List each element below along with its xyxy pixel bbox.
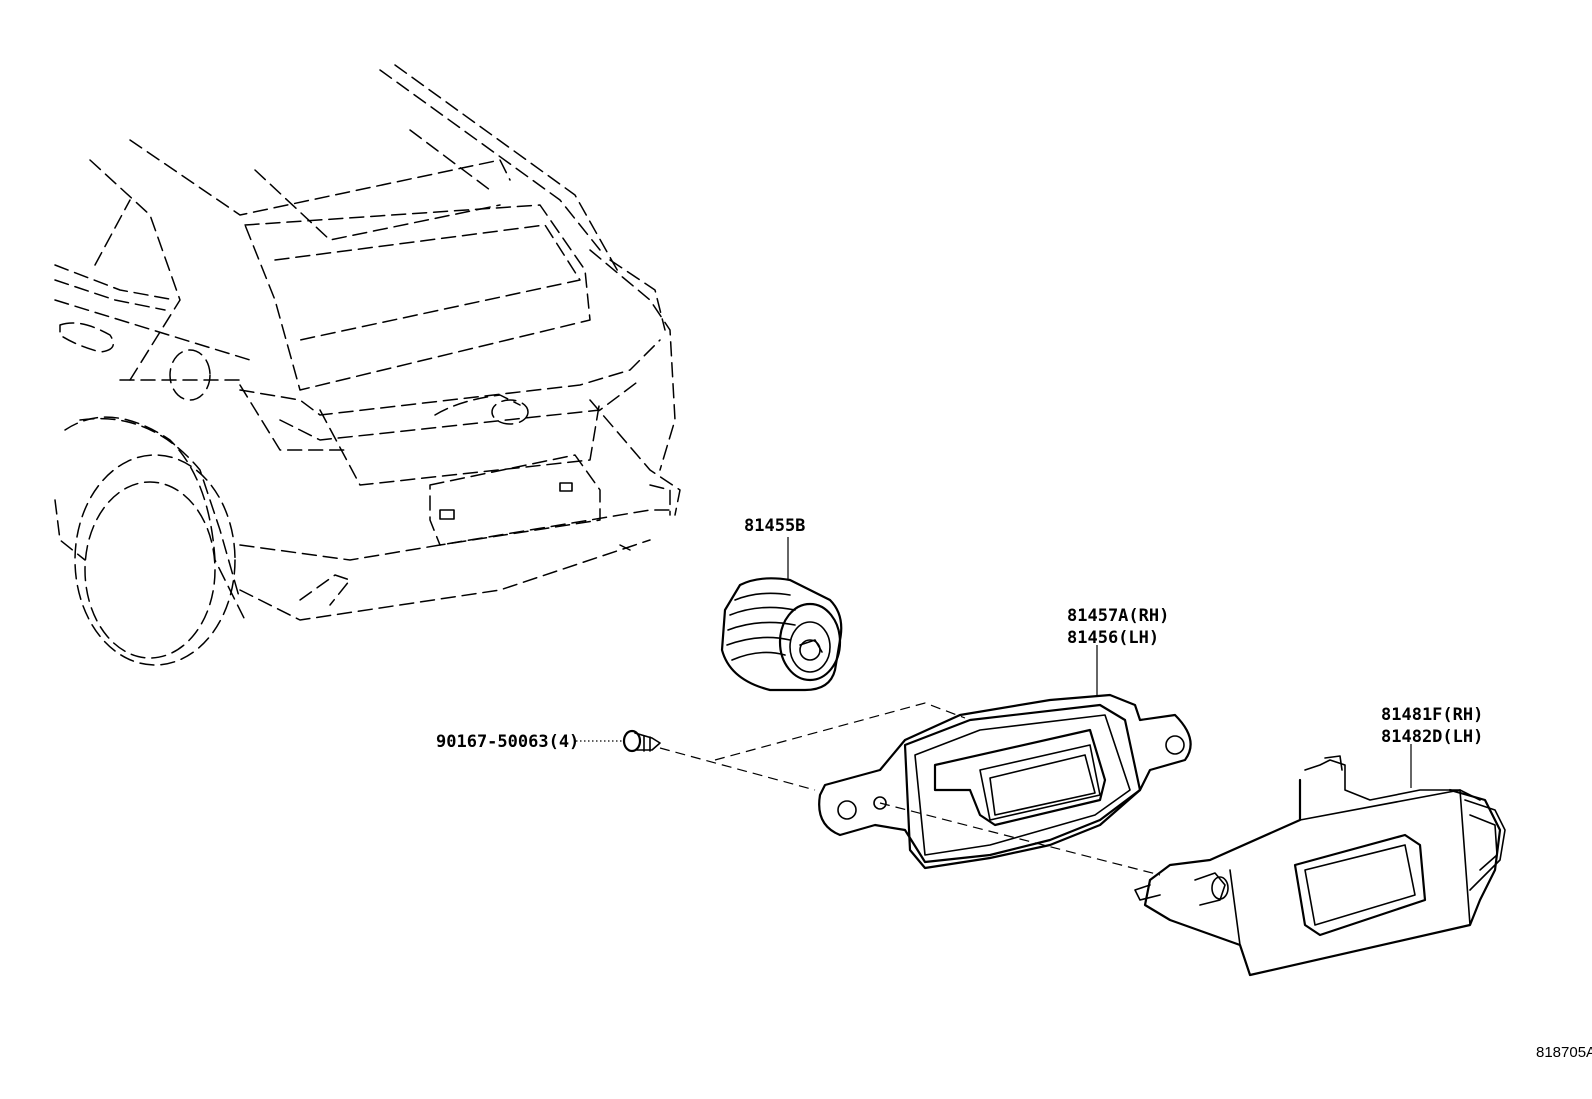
assembly-lines	[659, 702, 1161, 876]
part-number-license-lamp-rh: 81457A(RH)	[1067, 606, 1169, 626]
lamp-housing-drawing	[1134, 755, 1506, 977]
part-number-lamp-housing-lh: 81482D(LH)	[1381, 727, 1483, 747]
license-lamp-drawing	[818, 693, 1192, 870]
vehicle-rear-outline	[54, 64, 681, 666]
part-number-lamp-socket: 81455B	[744, 516, 805, 536]
part-number-lamp-housing-rh: 81481F(RH)	[1381, 705, 1483, 725]
part-number-license-lamp-lh: 81456(LH)	[1067, 628, 1159, 648]
screw-drawing	[622, 729, 661, 753]
lamp-socket-drawing	[720, 577, 843, 692]
diagram-id: 818705A	[1536, 1044, 1592, 1061]
leader-lines	[576, 537, 1412, 788]
part-number-screw: 90167-50063(4)	[436, 732, 579, 752]
